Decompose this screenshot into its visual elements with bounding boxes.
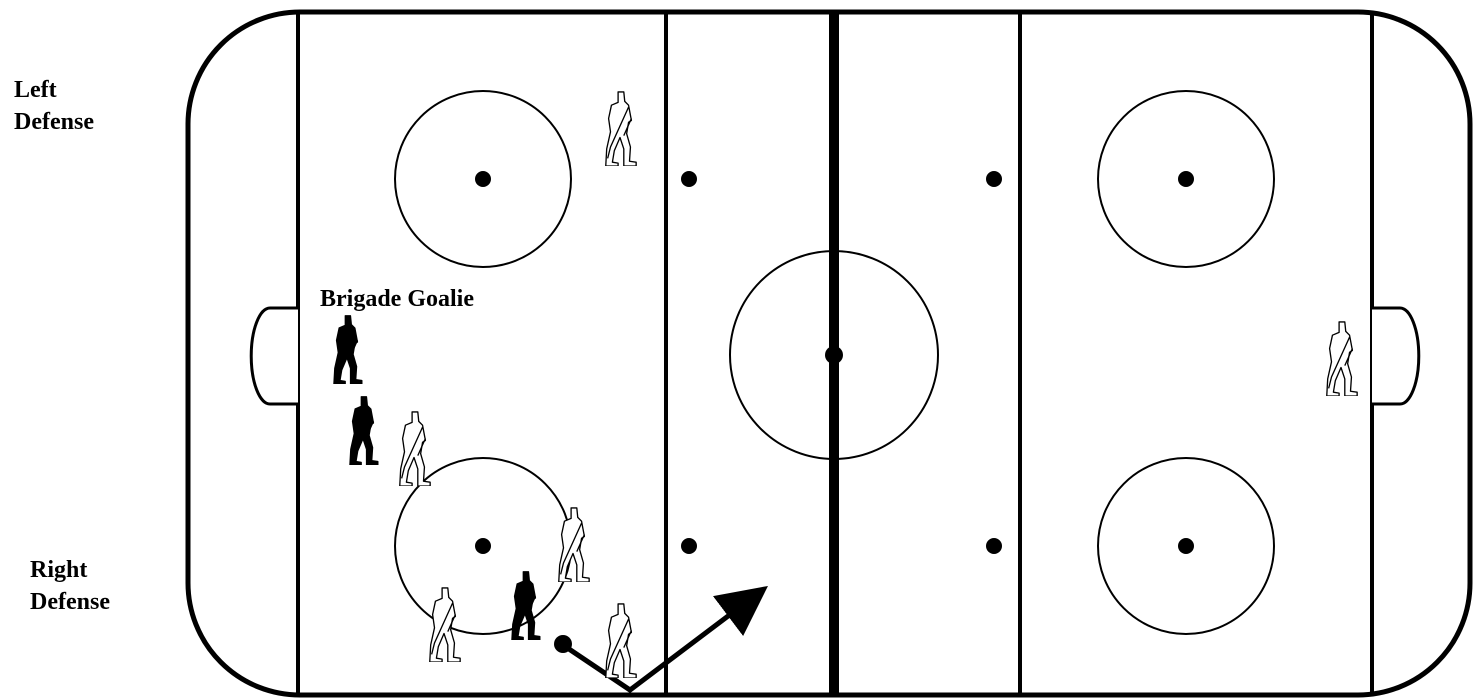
faceoff-dot — [475, 538, 491, 554]
faceoff-dot — [475, 171, 491, 187]
left-goal-net — [251, 308, 298, 404]
puck — [554, 635, 572, 653]
faceoff-dot — [986, 171, 1002, 187]
right-goal-net — [1372, 308, 1419, 404]
center-faceoff-dot — [825, 346, 843, 364]
faceoff-dot — [681, 171, 697, 187]
brigade-goalie-label: Brigade Goalie — [320, 283, 474, 315]
faceoff-dot — [681, 538, 697, 554]
faceoff-dot — [986, 538, 1002, 554]
faceoff-dot — [1178, 538, 1194, 554]
faceoff-dot — [1178, 171, 1194, 187]
